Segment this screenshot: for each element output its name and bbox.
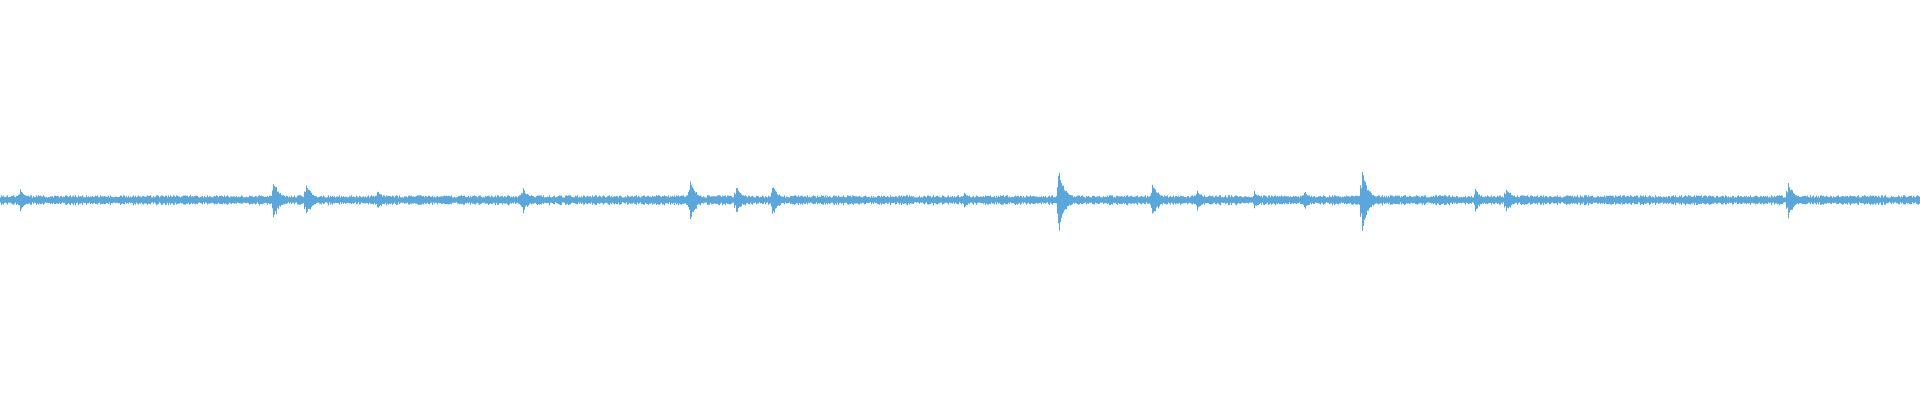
waveform-trace bbox=[0, 171, 1920, 231]
